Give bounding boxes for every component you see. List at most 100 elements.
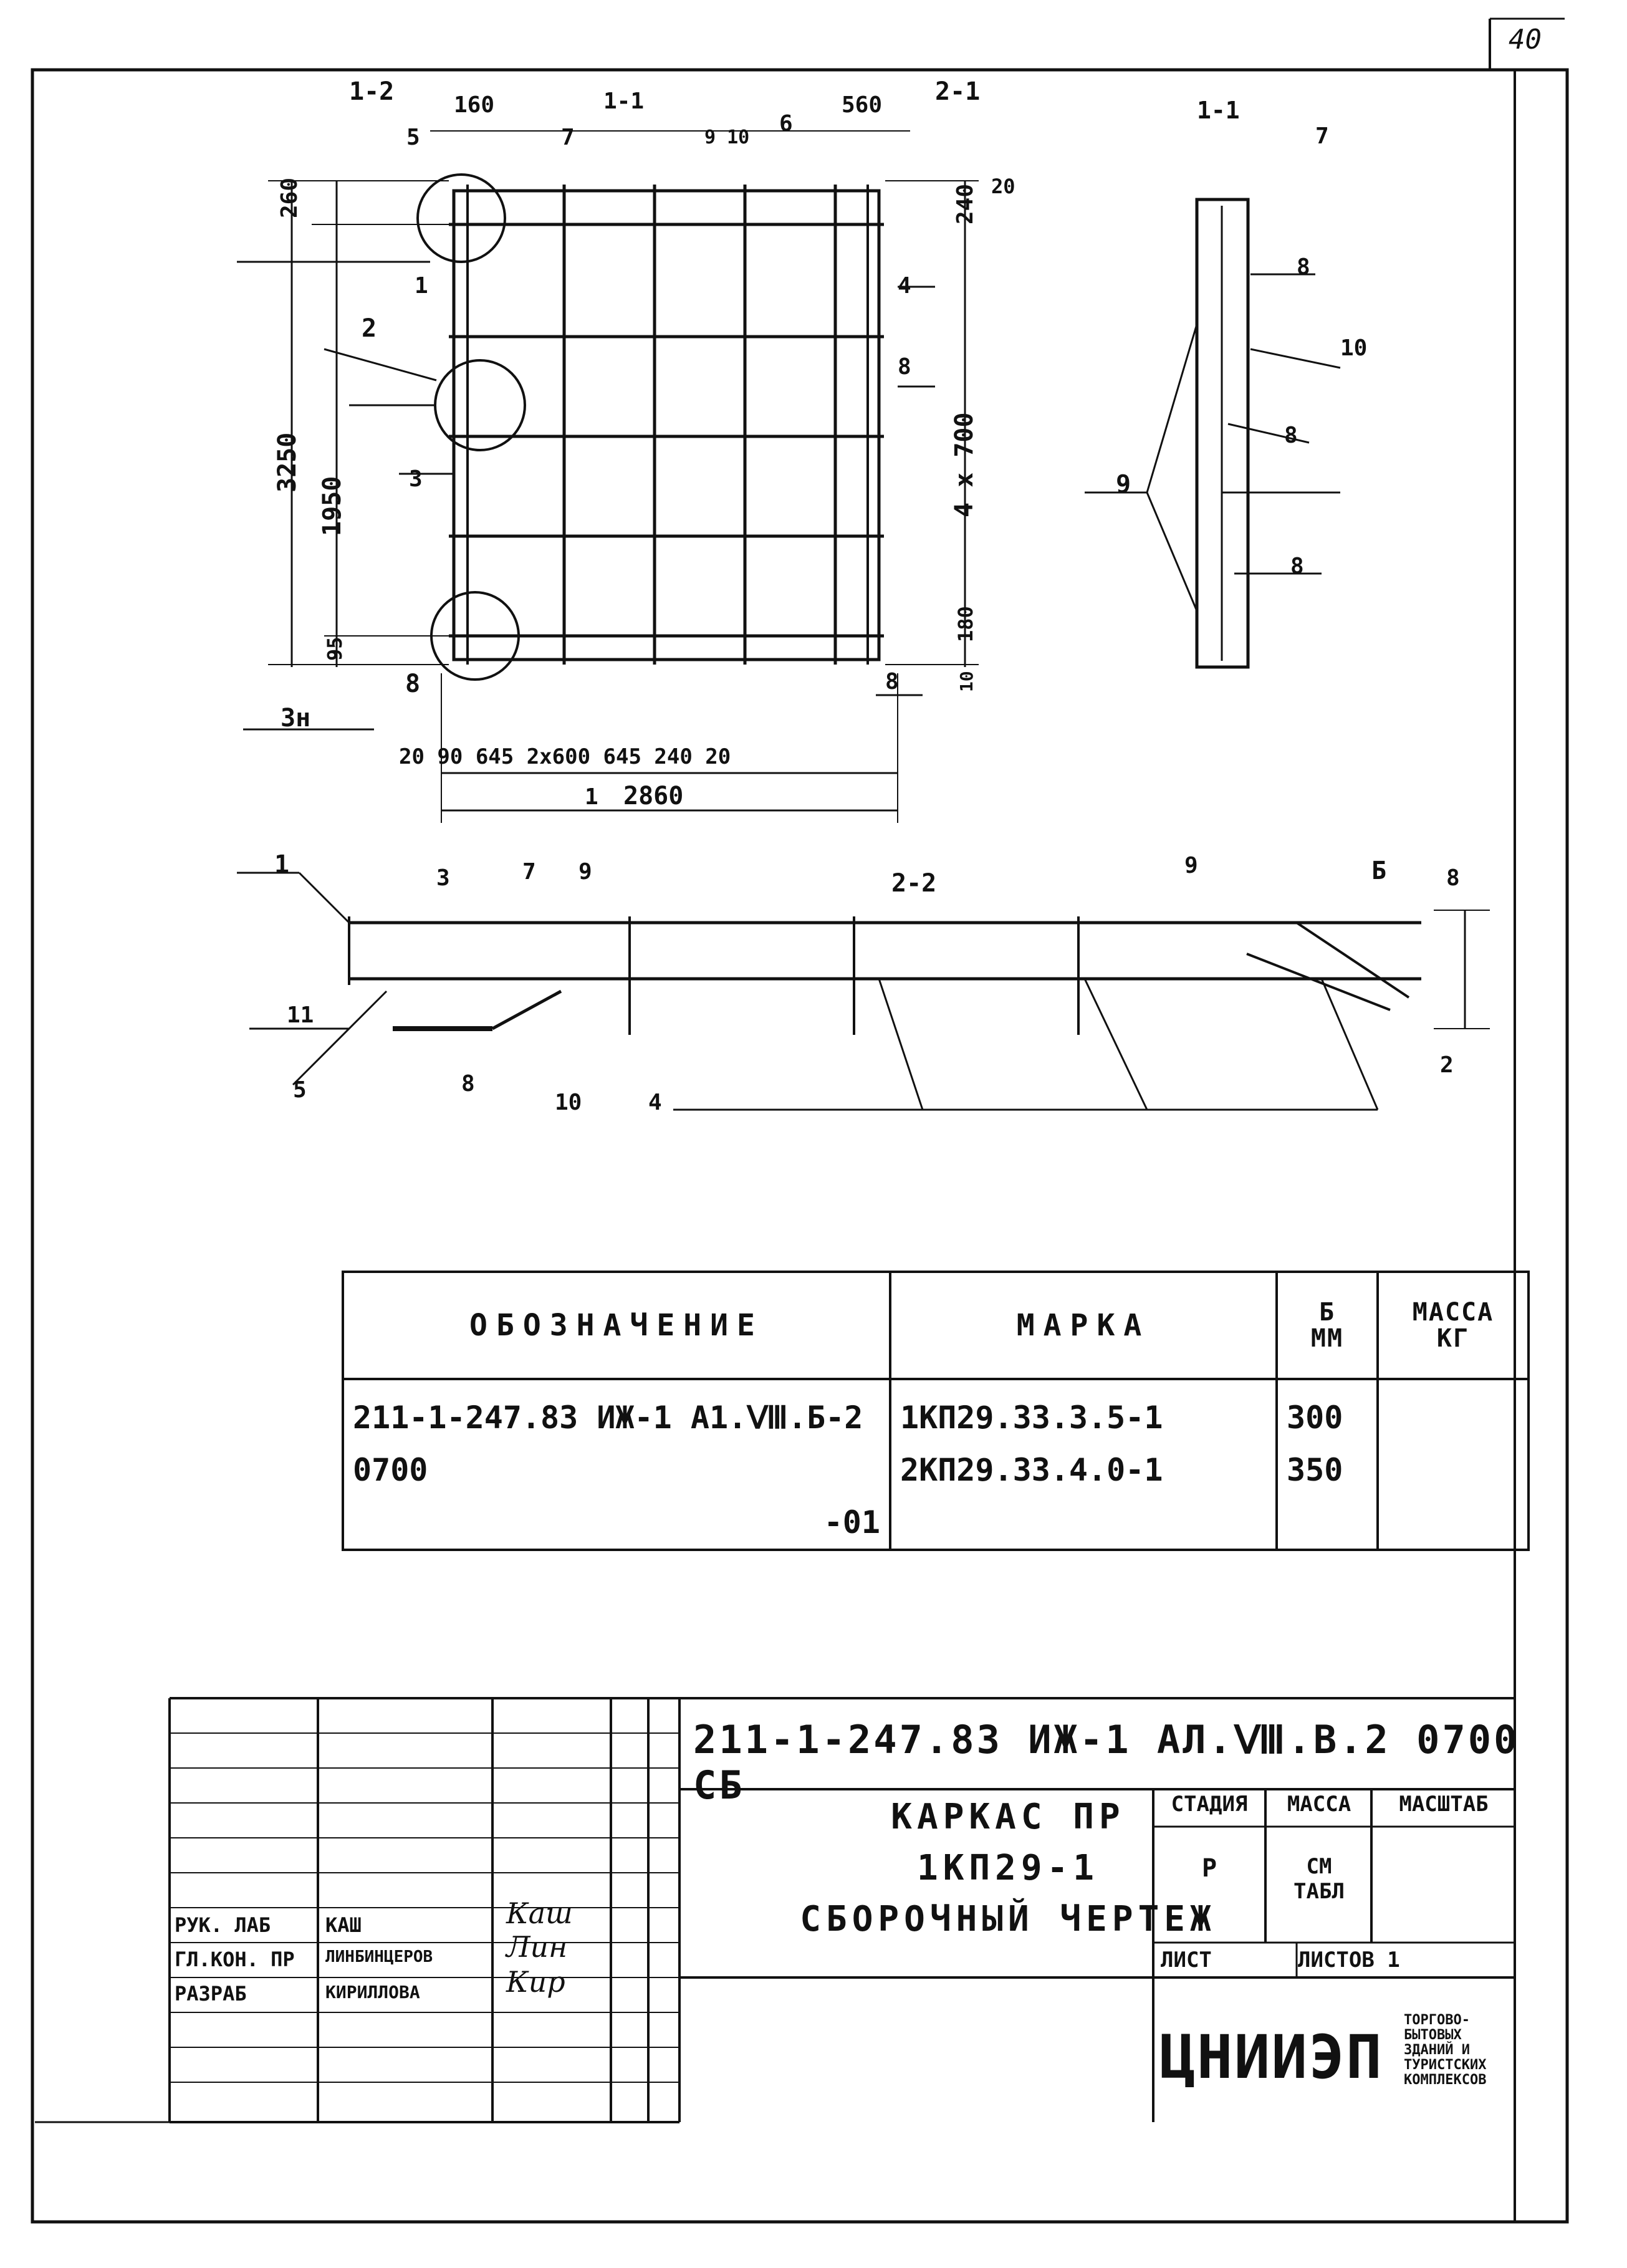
role-3: РАЗРАБ: [175, 1982, 247, 2006]
section-11-title: 1-1: [1197, 97, 1240, 124]
section-22-pos-3: 3: [436, 865, 450, 891]
org-subtitle: ТОРГОВО- БЫТОВЫХ ЗДАНИЙ И ТУРИСТСКИХ КОМ…: [1404, 2012, 1487, 2088]
title-line-3: СБОРОЧНЫЙ ЧЕРТЕЖ: [800, 1899, 1216, 1939]
section-22-pos-2: 2: [1440, 1052, 1454, 1078]
section-22-pos-1: 1: [274, 850, 289, 879]
plan-pos-4: 4: [898, 273, 911, 299]
name-2: ЛИНБИНЦЕРОВ: [325, 1948, 433, 1966]
plan-bottom-dims: 20 90 645 2х600 645 240 20: [399, 744, 731, 769]
section-11-pos-8c: 8: [1290, 554, 1304, 579]
spec-mark-cell: 1КП29.33.3.5-1 2КП29.33.4.0-1: [889, 1378, 1278, 1551]
plan-pos-3: 3: [409, 466, 423, 492]
plan-dim-160: 160: [454, 92, 494, 118]
section-11-pos-7: 7: [1315, 123, 1329, 149]
plan-dim-20: 20: [991, 175, 1015, 198]
section-22-pos-4: 4: [648, 1090, 662, 1115]
spec-designation-1: 211-1-247.83 ИЖ-1 А1.Ⅷ.Б-2 0700: [353, 1400, 863, 1488]
plan-dim-180: 180: [954, 606, 977, 642]
spec-b-1: 300: [1287, 1400, 1343, 1436]
section-22-pos-9: 9: [578, 859, 592, 885]
title-block-lines: [35, 1697, 1515, 2123]
spec-col-mass: МАССА КГ: [1376, 1271, 1530, 1380]
spec-col-mark: МАРКА: [889, 1271, 1278, 1380]
section-11-pos-9: 9: [1116, 470, 1131, 499]
signature-3: Кир: [506, 1965, 565, 1999]
plan-dim-3250: 3250: [273, 433, 302, 493]
section-22-pos-7: 7: [522, 859, 536, 885]
document-code: 211-1-247.83 ИЖ-1 АЛ.Ⅷ.В.2 0700 СБ: [693, 1717, 1520, 1808]
spec-mark-2: 2КП29.33.4.0-1: [900, 1452, 1163, 1488]
mesh-outline: [452, 189, 881, 661]
signature-1: Каш: [506, 1896, 573, 1930]
plan-pos-8: 8: [405, 670, 420, 698]
title-block: РУК. ЛАБ КАШ ГЛ.КОН. ПР ЛИНБИНЦЕРОВ РАЗР…: [170, 1698, 1530, 2122]
role-2: ГЛ.КОН. ПР: [175, 1948, 295, 1971]
mass-header: МАССА: [1287, 1792, 1351, 1817]
spec-row: 211-1-247.83 ИЖ-1 А1.Ⅷ.Б-2 0700 -01 1КП2…: [342, 1378, 1530, 1551]
section-11-pos-8b: 8: [1284, 423, 1298, 448]
plan-view: 1-2 160 1-1 9 10 6 560 2-1 5 7 260 240 2…: [237, 77, 1015, 823]
plan-dim-2860: 2860: [623, 782, 683, 810]
outer-frame: [31, 68, 1569, 2224]
signature-2: Лин: [506, 1930, 568, 1964]
section-22-pos-5: 5: [293, 1077, 307, 1103]
spec-b-cell: 300 350: [1275, 1378, 1379, 1551]
plan-cut-top-right: 2-1: [935, 77, 980, 106]
section-2-2: 2-2 1 3 7 9 9 Б 8 11 5 8 10 4 2: [237, 850, 1490, 1115]
plan-section-label: 1: [585, 784, 598, 810]
role-1: РУК. ЛАБ: [175, 1913, 271, 1937]
section-11-pos-8: 8: [1297, 254, 1310, 280]
plan-dim-10: 10: [956, 671, 977, 692]
stage-header: СТАДИЯ: [1171, 1792, 1248, 1817]
section-22-pos-11: 11: [287, 1002, 314, 1028]
spec-mass-cell: [1376, 1378, 1530, 1551]
plan-dim-95: 95: [323, 637, 347, 661]
plan-pos-6: 6: [779, 111, 793, 137]
plan-pos-5: 5: [406, 125, 420, 150]
plan-pos-7: 7: [561, 125, 575, 150]
plan-pos-8-b: 8: [885, 669, 899, 694]
plan-dim-560: 560: [842, 92, 882, 118]
plan-cut-top-left: 1-2: [349, 77, 394, 106]
specification-table: ОБОЗНАЧЕНИЕ МАРКА Б ММ МАССА КГ 211-1-24…: [342, 1271, 1530, 1551]
title-line-1: КАРКАС ПР: [891, 1797, 1125, 1837]
section-22-pos-10: 10: [555, 1090, 582, 1115]
sheet-number: 40: [1509, 24, 1542, 55]
plan-pos-3n: 3н: [281, 704, 310, 733]
sheets-label: ЛИСТОВ 1: [1298, 1948, 1400, 1972]
mass-value: СМ ТАБЛ: [1293, 1854, 1345, 1904]
title-line-2: 1КП29-1: [916, 1848, 1099, 1888]
section-11-pos-10: 10: [1340, 335, 1367, 361]
section-22-title: 2-2: [891, 869, 936, 898]
sheet-label: ЛИСТ: [1161, 1948, 1212, 1972]
plan-cut-top-a: 1-1: [603, 89, 644, 114]
plan-pos-8-right: 8: [898, 354, 911, 380]
spec-col-b: Б ММ: [1275, 1271, 1379, 1380]
plan-dim-260: 260: [277, 178, 302, 218]
plan-pos-1: 1: [415, 273, 428, 299]
spec-b-2: 350: [1287, 1452, 1343, 1488]
plan-pos-9-10: 9 10: [704, 127, 749, 148]
spec-designation-cell: 211-1-247.83 ИЖ-1 А1.Ⅷ.Б-2 0700 -01: [342, 1378, 891, 1551]
spec-col-designation: ОБОЗНАЧЕНИЕ: [342, 1271, 891, 1380]
drawing-title: КАРКАС ПР 1КП29-1 СБОРОЧНЫЙ ЧЕРТЕЖ: [699, 1792, 1317, 1945]
spec-designation-2: -01: [823, 1504, 880, 1540]
plan-pos-2: 2: [362, 314, 377, 343]
spec-mark-1: 1КП29.33.3.5-1: [900, 1400, 1163, 1436]
section-22-pos-8: 8: [461, 1071, 475, 1097]
name-1: КАШ: [325, 1913, 362, 1937]
scale-header: МАСШТАБ: [1399, 1792, 1489, 1817]
plan-dim-240: 240: [953, 184, 978, 224]
stage-value: Р: [1201, 1854, 1217, 1883]
detail-circle-top: [416, 173, 506, 263]
section-1-1: 1-1 7 8 10 8 9 8: [1085, 97, 1367, 669]
section-22-pos-b: Б: [1371, 857, 1386, 885]
plan-dim-4x700: 4 x 700: [950, 412, 979, 517]
section-22-pos-8r: 8: [1446, 865, 1460, 891]
spec-header-row: ОБОЗНАЧЕНИЕ МАРКА Б ММ МАССА КГ: [342, 1271, 1530, 1380]
section-22-pos-9-right: 9: [1184, 853, 1198, 878]
plan-dim-1950: 1950: [318, 476, 347, 536]
org-name: ЦНИИЭП: [1159, 2022, 1383, 2092]
